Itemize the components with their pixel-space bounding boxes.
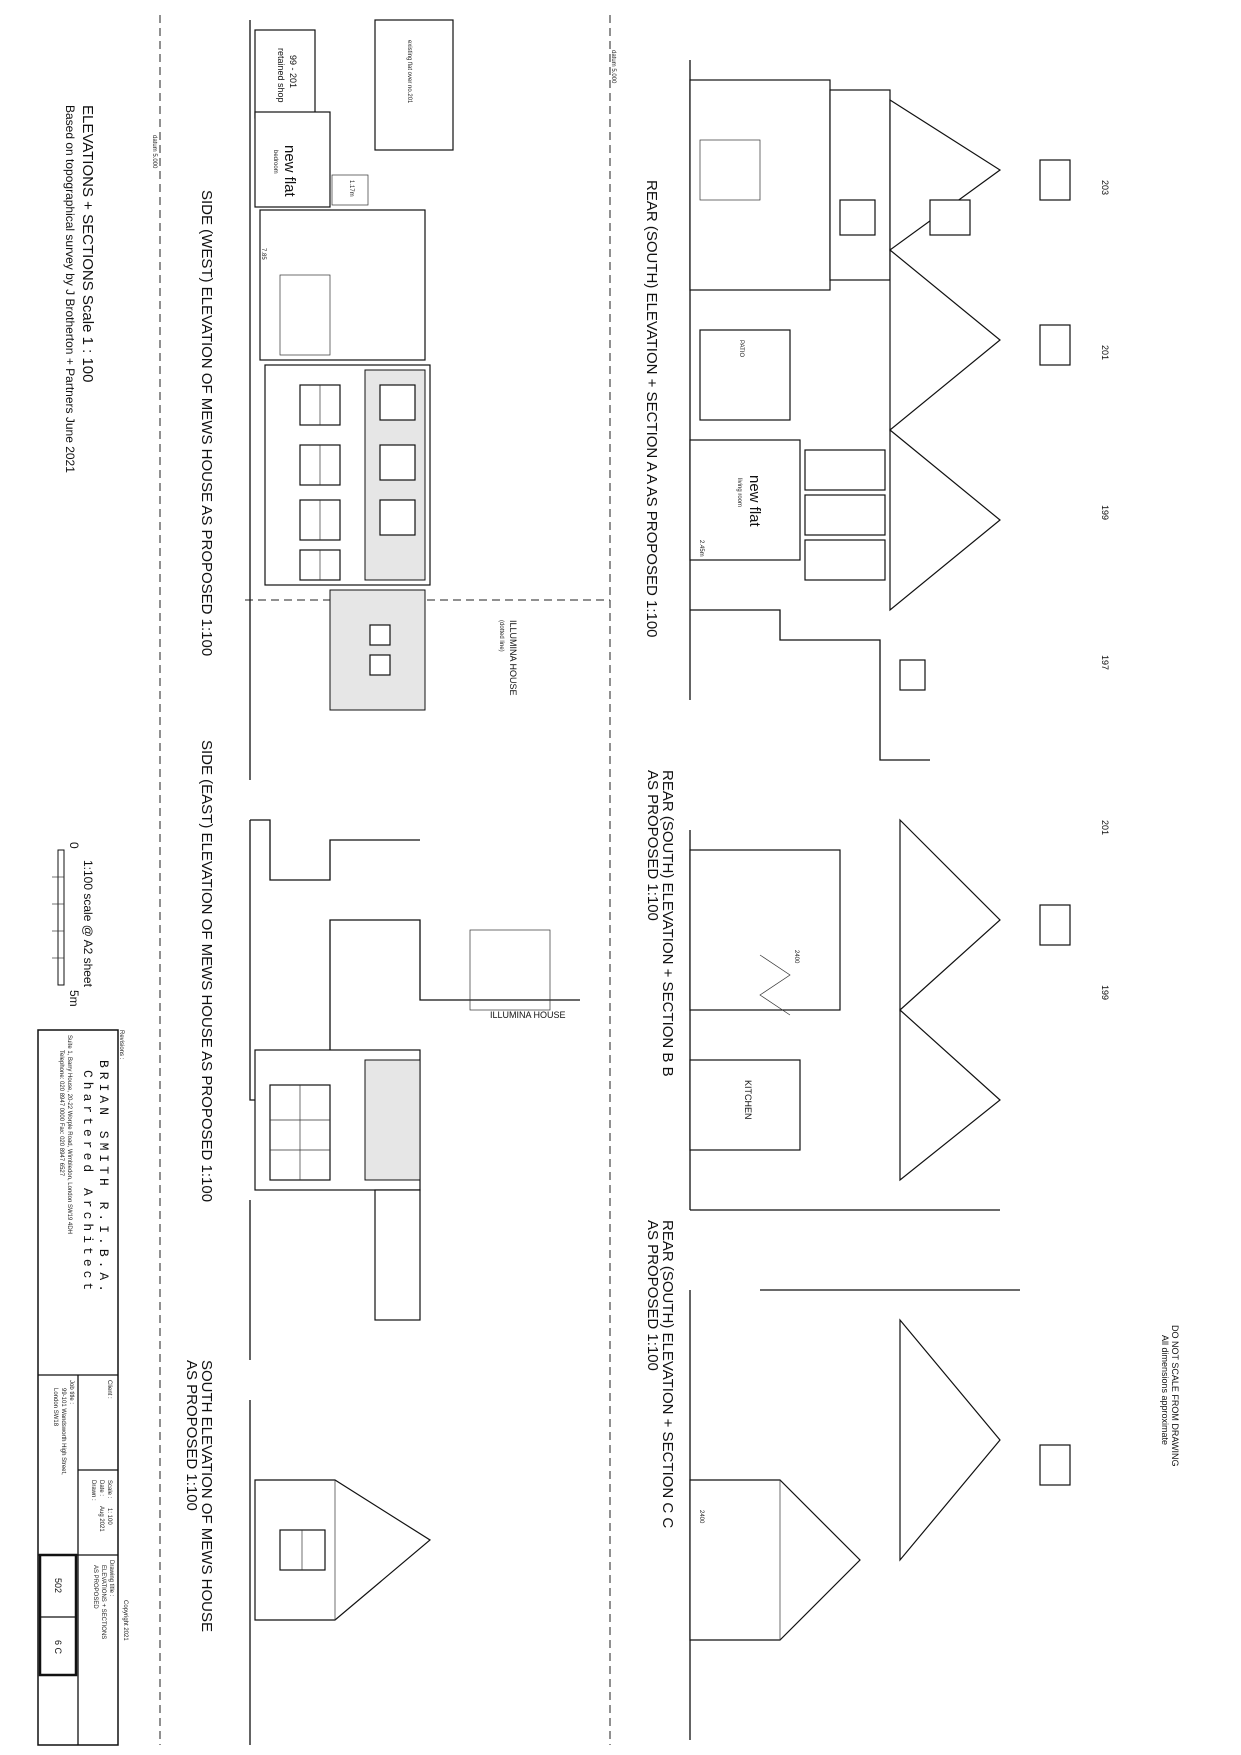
gable-201	[889, 248, 1001, 432]
south-window	[279, 1529, 326, 1571]
dimension: 7.85	[260, 248, 266, 260]
title-rear-cc-1: REAR (SOUTH) ELEVATION + SECTION C C	[659, 1220, 676, 1528]
patio-label: PATIO	[738, 340, 744, 357]
east-extension	[374, 1189, 421, 1321]
west-windows	[299, 384, 416, 581]
cc-mews-section	[689, 1479, 861, 1641]
east-roof	[364, 1059, 421, 1181]
house-number: 203	[1100, 180, 1110, 195]
scale-zero: 0	[67, 842, 81, 849]
date-value: Aug 2021	[98, 1506, 104, 1532]
drawing-number: 6 C	[53, 1640, 63, 1655]
survey-note: Based on topographical survey by J Broth…	[63, 105, 77, 473]
drawn-label: Drawn :	[90, 1480, 96, 1501]
chimney	[1039, 1444, 1071, 1486]
dimension: 2400	[698, 1510, 704, 1524]
stair	[331, 174, 369, 206]
drawing-number-box	[38, 1553, 78, 1677]
datum-label-left: datum 5.000	[151, 135, 157, 169]
architect-title: Chartered Architect	[80, 1070, 95, 1294]
illumina-dotted-block	[329, 589, 426, 711]
job-title-label: Job title :	[68, 1380, 74, 1404]
existing-flat-label: existing flat over no.201	[406, 40, 412, 104]
house-number: 201	[1100, 345, 1110, 360]
dimension: 2.45m	[698, 540, 704, 557]
gable-bb-199	[899, 1008, 1001, 1182]
bb-rear-block	[689, 849, 841, 1011]
scale-caption: 1:100 scale @ A2 sheet	[81, 860, 95, 988]
living-room-label: living room	[736, 478, 742, 507]
side-west-elevation: 99 - 201 retained shop existing flat ove…	[249, 19, 518, 780]
side-east-elevation: ILLUMINA HOUSE	[249, 819, 580, 1360]
rear-section-aa: PATIO new flat living room 2.45m	[689, 60, 1071, 761]
copyright: Copyright 2021	[122, 1600, 128, 1641]
drawing-title-label: Drawing title :	[108, 1560, 114, 1597]
chimney	[1039, 904, 1071, 946]
new-flat-living	[689, 439, 801, 561]
title-side-east: SIDE (EAST) ELEVATION OF MEWS HOUSE AS P…	[198, 740, 215, 1202]
title-rear-bb-2: AS PROPOSED 1:100	[644, 770, 661, 921]
rear-window	[929, 199, 971, 236]
rear-section-cc: 2400	[689, 1289, 1071, 1740]
datum-label-right: datum 5.000	[610, 50, 616, 84]
title-south-mews-1: SOUTH ELEVATION OF MEWS HOUSE	[198, 1360, 215, 1632]
chimney	[1039, 324, 1071, 366]
scale-bar: 0 5m 1:100 scale @ A2 sheet	[52, 842, 95, 1007]
dimension: 2400	[793, 950, 799, 964]
title-block: Revisions : BRIAN SMITH R.I.B.A. Charter…	[37, 1029, 128, 1746]
job-number: 502	[53, 1578, 63, 1593]
retained-shop-label: 99 - 201	[288, 55, 298, 88]
bedroom-label: bedroom	[272, 150, 278, 174]
house-number: 199	[1100, 505, 1110, 520]
scale-label: Scale :	[106, 1480, 112, 1499]
south-mews-elevation	[249, 1400, 432, 1745]
mews-stair-section	[259, 209, 426, 361]
illumina-dotted-label: (dotted line)	[498, 620, 504, 652]
gable-bb-201	[899, 818, 1001, 1012]
new-flat-label: new flat	[281, 145, 298, 198]
house-number: 201	[1100, 820, 1110, 835]
title-rear-aa: REAR (SOUTH) ELEVATION + SECTION A A AS …	[643, 180, 660, 638]
kitchen-block	[689, 1059, 801, 1151]
new-flat-bedroom-block	[254, 111, 331, 208]
title-rear-cc-2: AS PROPOSED 1:100	[644, 1220, 661, 1371]
scale-end: 5m	[67, 990, 81, 1007]
house-number: 199	[1100, 985, 1110, 1000]
illumina-house-label: ILLUMINA HOUSE	[490, 1010, 566, 1020]
illumina-house-label: ILLUMINA HOUSE	[508, 620, 518, 696]
architect-phone: Telephone: 020 8947 0000 Fax: 020 8947 6…	[58, 1050, 64, 1177]
scale-value: 1: 100	[106, 1508, 112, 1525]
drawing-title: ELEVATIONS + SECTIONS	[100, 1565, 106, 1639]
kitchen-label: KITCHEN	[743, 1080, 753, 1120]
dimensions-note: All dimensions approximate	[1160, 1335, 1170, 1445]
job-title: London SW18	[52, 1388, 58, 1427]
dimension: 1.17m	[348, 180, 354, 197]
house-number: 197	[1100, 655, 1110, 670]
retained-shop-label: retained shop	[276, 48, 286, 103]
title-rear-bb-1: REAR (SOUTH) ELEVATION + SECTION B B	[659, 770, 676, 1077]
chimney	[1039, 159, 1071, 201]
patio-room	[699, 329, 791, 421]
title-side-west: SIDE (WEST) ELEVATION OF MEWS HOUSE AS P…	[198, 190, 215, 656]
sheet-heading: ELEVATIONS + SECTIONS Scale 1 : 100	[79, 105, 96, 382]
gable-199	[889, 428, 1001, 612]
internal-room	[279, 274, 331, 356]
gable-cc	[899, 1318, 1001, 1562]
job-title: 99-101 Wandsworth High Street,	[60, 1388, 66, 1475]
architect-name: BRIAN SMITH R.I.B.A.	[96, 1060, 111, 1296]
revisions-label: Revisions :	[118, 1030, 124, 1060]
illumina-outline	[469, 929, 551, 1011]
date-label: Date :	[98, 1480, 104, 1496]
rear-section-bb: 2400 KITCHEN	[689, 818, 1071, 1211]
do-not-scale-warning: DO NOT SCALE FROM DRAWING	[1170, 1325, 1180, 1467]
new-flat-label: new flat	[746, 475, 763, 528]
title-south-mews-2: AS PROPOSED 1:100	[183, 1360, 200, 1511]
client-label: Client :	[106, 1380, 112, 1399]
architect-address: Suite 1, Barry House, 20-22 Worple Road,…	[66, 1035, 72, 1234]
drawing-title: AS PROPOSED	[92, 1565, 98, 1609]
existing-flat-block	[374, 19, 454, 151]
